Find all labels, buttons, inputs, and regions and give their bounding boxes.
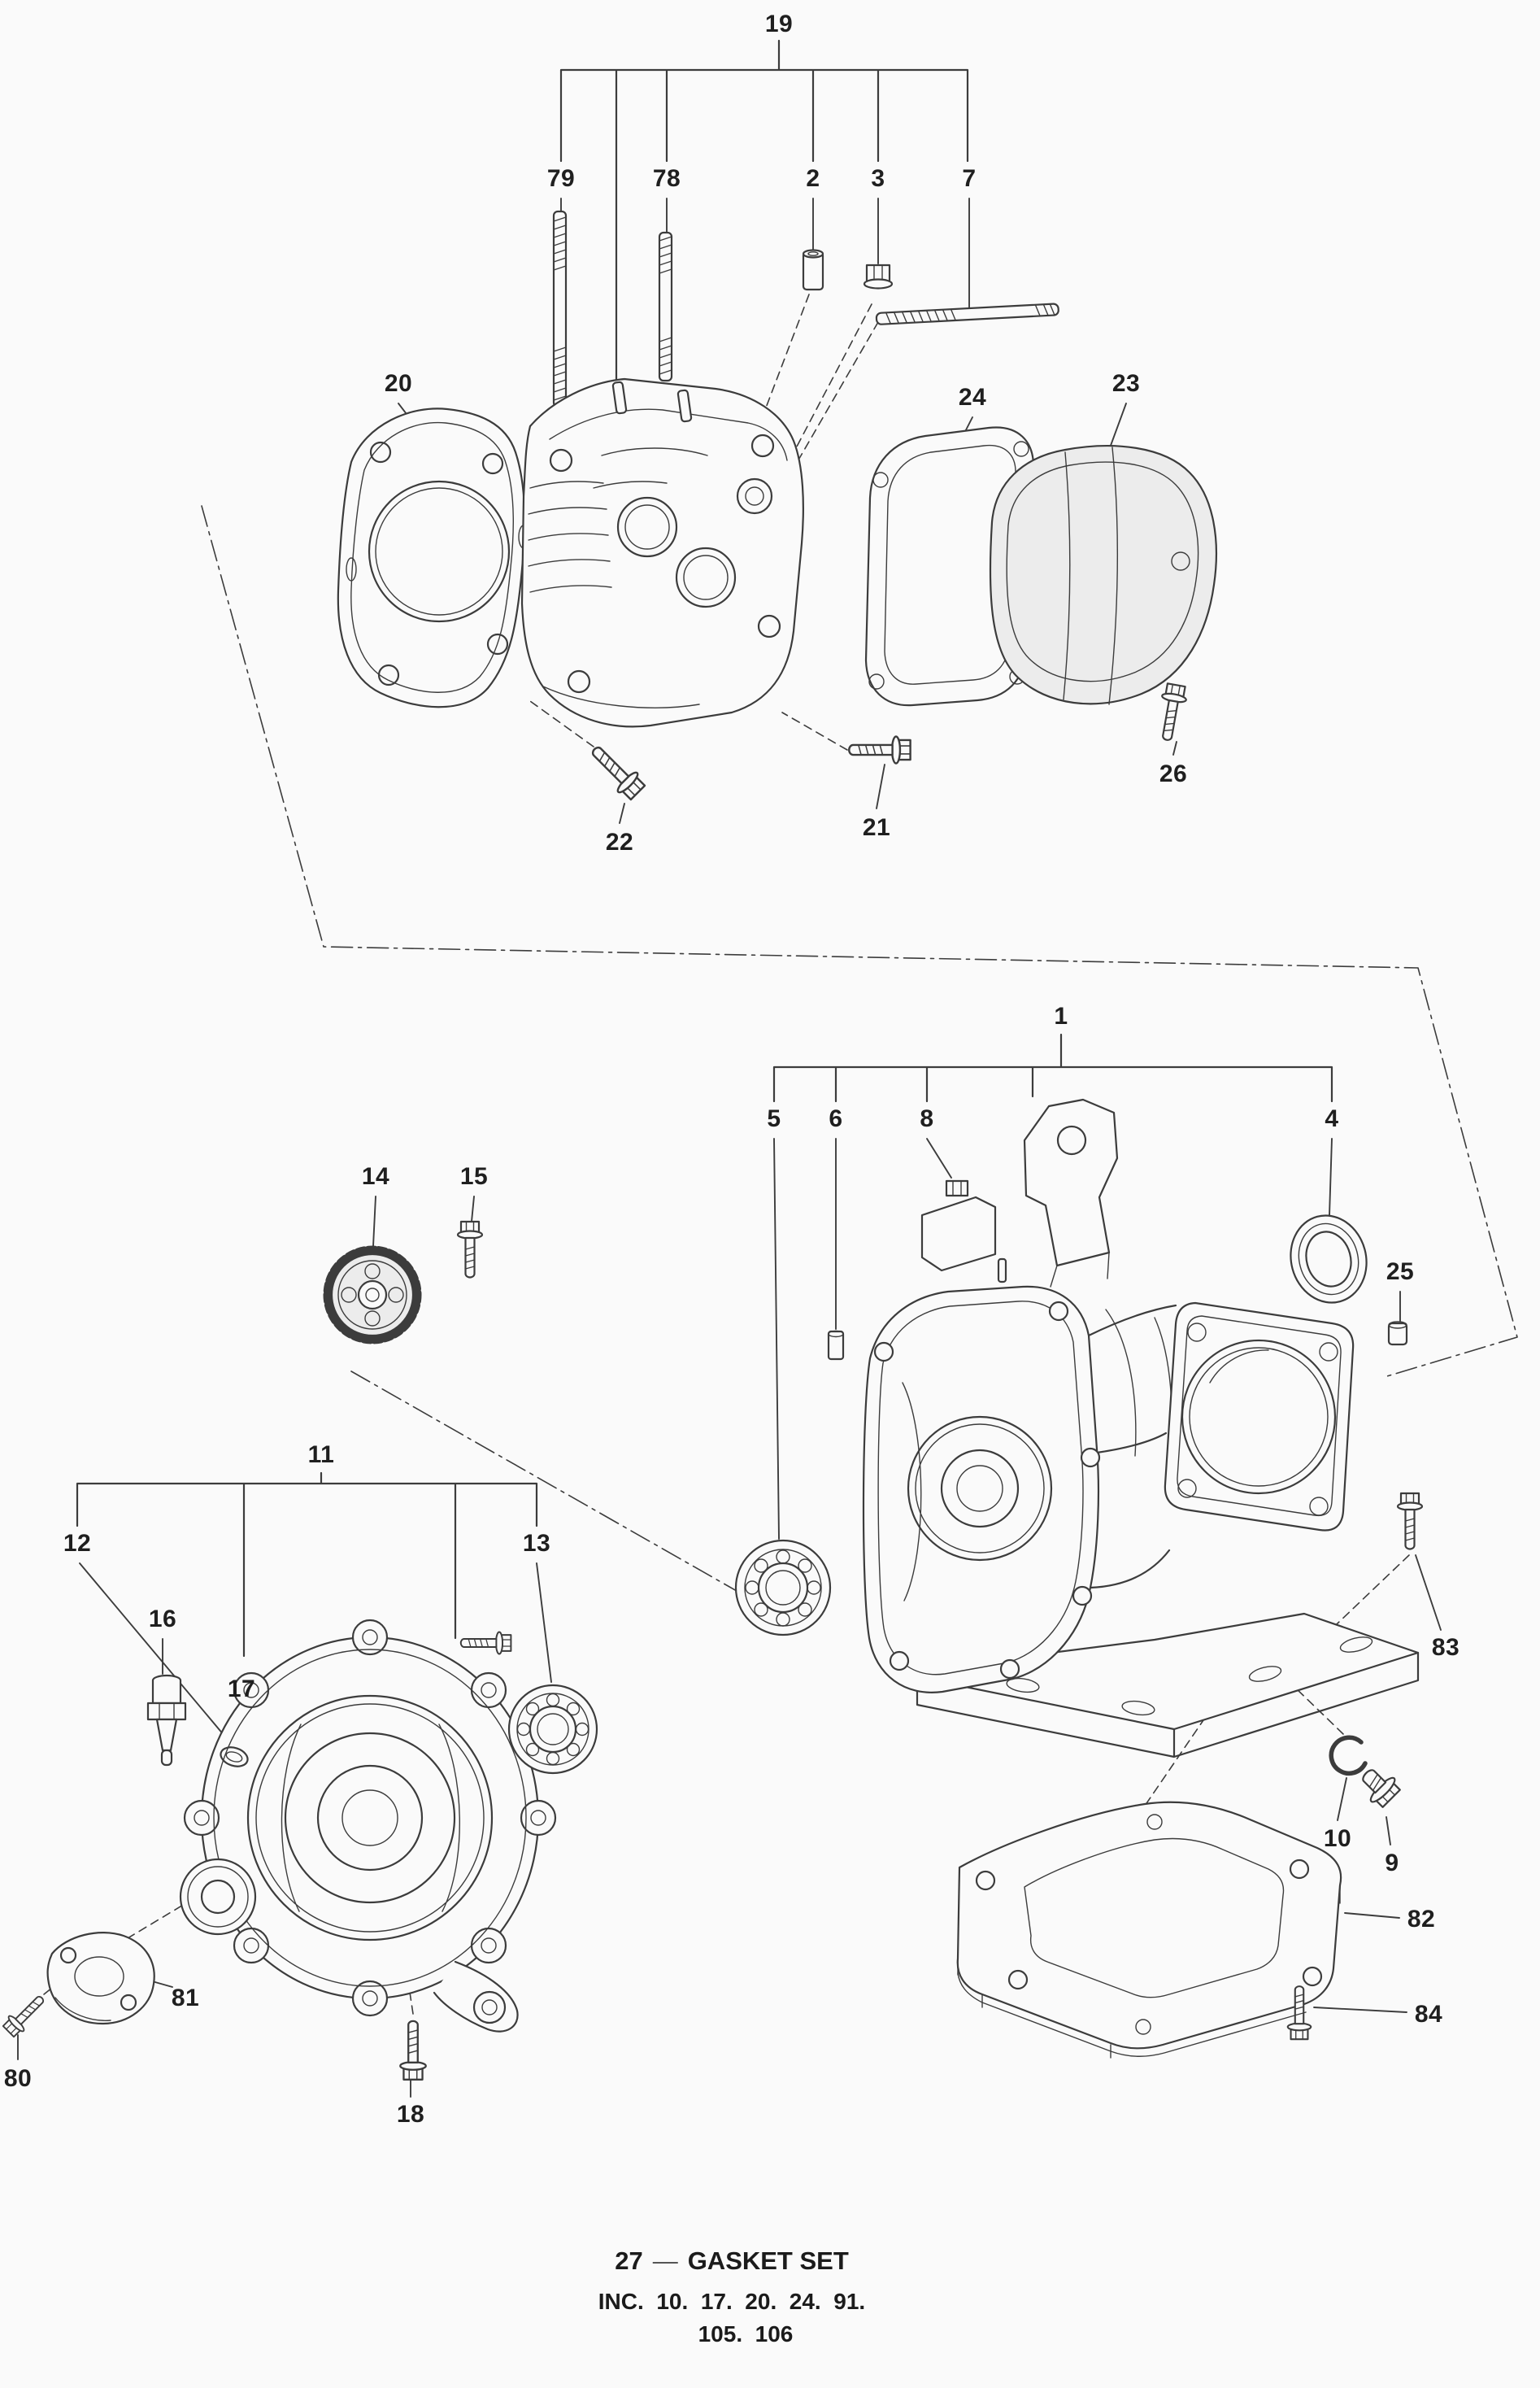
- gasket-set-note: 27 — GASKET SET INC. 10. 17. 20. 24. 91. 1…: [520, 2246, 943, 2347]
- callout-4: 4: [1325, 1105, 1339, 1132]
- callout-79: 79: [546, 165, 576, 192]
- valve-cover-gasket-drawing: [864, 426, 1035, 707]
- bolt-15-drawing: [456, 1220, 484, 1279]
- gasket-set-label: GASKET SET: [687, 2246, 849, 2275]
- callout-17: 17: [227, 1676, 256, 1702]
- callout-24: 24: [958, 384, 987, 411]
- ball-bearing-5-drawing: [734, 1539, 832, 1636]
- callout-7: 7: [962, 165, 977, 192]
- callout-22: 22: [605, 829, 634, 856]
- dowel-pin-25-drawing: [1387, 1321, 1408, 1346]
- stud-bolt-79-drawing: [552, 210, 568, 408]
- group-boundary-lines: [201, 505, 1518, 1605]
- stud-bolt-78-drawing: [658, 231, 673, 382]
- bolt-80-drawing: [0, 1989, 50, 2040]
- crankcase-base-drawing: [916, 1612, 1420, 1758]
- gasket-set-separator: —: [652, 2246, 678, 2275]
- mounting-plate-82-drawing: [956, 1801, 1342, 2059]
- head-gasket-drawing: [337, 407, 529, 708]
- callout-5: 5: [767, 1105, 781, 1132]
- valve-cover-drawing: [989, 445, 1218, 705]
- bolt-21-drawing: [848, 735, 911, 765]
- callout-2: 2: [806, 165, 820, 192]
- callout-11: 11: [307, 1441, 335, 1468]
- callout-83: 83: [1431, 1634, 1460, 1661]
- governor-gear-drawing: [323, 1245, 422, 1344]
- bolt-18-drawing: [399, 2020, 427, 2081]
- callout-1: 1: [1054, 1003, 1068, 1030]
- o-ring-17-drawing: [220, 1746, 249, 1767]
- bolt-22-drawing: [584, 739, 649, 804]
- crankcase-drawing: [862, 1098, 1355, 1693]
- gasket-set-number: 27: [615, 2246, 643, 2275]
- bolt-26-drawing: [1154, 682, 1190, 743]
- callout-bracket-lines: [76, 39, 1333, 1658]
- dowel-pin-2-drawing: [802, 249, 824, 291]
- callout-19: 19: [764, 11, 794, 37]
- callout-21: 21: [862, 814, 891, 841]
- drain-plug-9-drawing: [1362, 1769, 1401, 1808]
- callout-78: 78: [652, 165, 681, 192]
- callout-26: 26: [1159, 760, 1188, 787]
- callout-9: 9: [1385, 1850, 1399, 1876]
- callout-14: 14: [361, 1163, 390, 1190]
- crankcase-cover-drawing: [183, 1619, 557, 2033]
- stud-bolt-7-drawing: [875, 303, 1059, 325]
- callout-81: 81: [171, 1985, 200, 2011]
- oil-sensor-drawing: [146, 1674, 187, 1767]
- callout-18: 18: [396, 2101, 425, 2128]
- callout-25: 25: [1386, 1258, 1415, 1285]
- callout-3: 3: [871, 165, 885, 192]
- callout-6: 6: [829, 1105, 843, 1132]
- callout-8: 8: [920, 1105, 934, 1132]
- callout-10: 10: [1323, 1825, 1352, 1852]
- oil-seal-4-drawing: [1290, 1214, 1368, 1304]
- callout-84: 84: [1414, 2001, 1443, 2028]
- callout-20: 20: [384, 370, 413, 397]
- gasket-set-includes-line2: 105. 106: [698, 2321, 794, 2347]
- flange-nut-3-drawing: [863, 264, 894, 290]
- callout-16: 16: [148, 1606, 177, 1632]
- bracket-81-drawing: [46, 1932, 155, 2025]
- ball-bearing-13-drawing: [507, 1684, 598, 1775]
- cover-oil-seal-drawing: [179, 1858, 257, 1936]
- callout-80: 80: [3, 2065, 33, 2092]
- cylinder-head-drawing: [520, 377, 804, 728]
- gasket-set-includes-line1: INC. 10. 17. 20. 24. 91.: [598, 2289, 866, 2314]
- callout-13: 13: [522, 1530, 551, 1557]
- callout-23: 23: [1111, 370, 1141, 397]
- washer-10-drawing: [1329, 1735, 1368, 1776]
- bolt-83-drawing: [1396, 1492, 1424, 1550]
- callout-82: 82: [1407, 1906, 1436, 1933]
- cover-bolt-drawing: [459, 1631, 512, 1655]
- callout-12: 12: [63, 1530, 92, 1557]
- dowel-pin-6-drawing: [827, 1330, 845, 1361]
- callout-15: 15: [459, 1163, 489, 1190]
